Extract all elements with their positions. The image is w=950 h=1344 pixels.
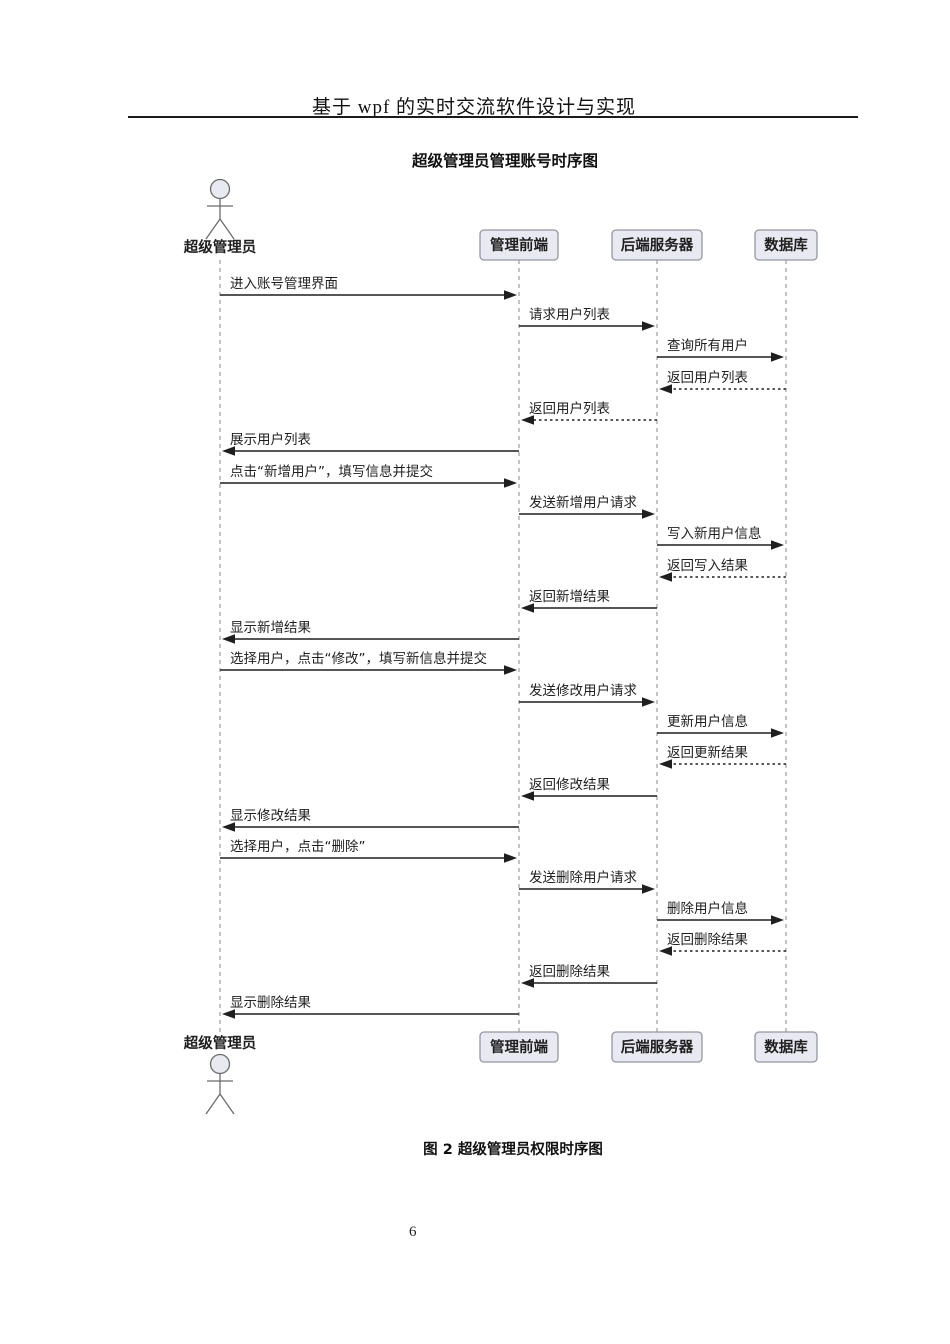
participant-label-db: 数据库 bbox=[764, 1038, 808, 1056]
message-arrowhead-icon-14 bbox=[771, 728, 784, 738]
message-label-20: 删除用户信息 bbox=[667, 900, 748, 917]
participant-label-db: 数据库 bbox=[764, 236, 808, 254]
participant-box-db bbox=[754, 229, 818, 261]
document-header-title: 基于 wpf 的实时交流软件设计与实现 bbox=[311, 97, 637, 118]
message-arrowhead-icon-12 bbox=[504, 665, 517, 675]
message-arrowhead-icon-11 bbox=[222, 634, 235, 644]
message-label-18: 选择用户，点击“删除” bbox=[230, 838, 366, 855]
message-arrowhead-icon-21 bbox=[659, 946, 672, 956]
message-label-23: 显示删除结果 bbox=[230, 995, 311, 1011]
message-label-0: 进入账号管理界面 bbox=[230, 276, 338, 292]
message-arrowhead-icon-22 bbox=[521, 978, 534, 988]
message-arrowhead-icon-8 bbox=[771, 540, 784, 550]
message-arrowhead-icon-20 bbox=[771, 915, 784, 925]
message-arrowhead-icon-4 bbox=[521, 415, 534, 425]
message-label-2: 查询所有用户 bbox=[667, 337, 748, 354]
message-arrowhead-icon-7 bbox=[642, 509, 655, 519]
message-label-13: 发送修改用户请求 bbox=[529, 682, 637, 699]
participant-label-frontend: 管理前端 bbox=[490, 236, 548, 254]
participant-box-db bbox=[754, 1031, 818, 1063]
message-label-11: 显示新增结果 bbox=[230, 620, 311, 636]
message-arrowhead-icon-10 bbox=[521, 603, 534, 613]
actor-head-icon-top bbox=[209, 178, 231, 200]
participant-label-frontend: 管理前端 bbox=[490, 1038, 548, 1056]
figure-caption: 图 2 超级管理员权限时序图 bbox=[423, 1142, 603, 1158]
message-label-6: 点击“新增用户”，填写信息并提交 bbox=[230, 463, 433, 480]
message-label-5: 展示用户列表 bbox=[230, 431, 311, 448]
message-label-21: 返回删除结果 bbox=[667, 932, 748, 948]
message-arrowhead-icon-6 bbox=[504, 478, 517, 488]
actor-label-top-admin: 超级管理员 bbox=[183, 238, 257, 256]
diagram-title: 超级管理员管理账号时序图 bbox=[411, 152, 599, 170]
message-label-8: 写入新用户信息 bbox=[667, 525, 762, 542]
participant-box-frontend bbox=[479, 229, 559, 261]
message-arrowhead-icon-17 bbox=[222, 822, 235, 832]
actor-label-bottom-admin: 超级管理员 bbox=[183, 1034, 257, 1052]
message-arrowhead-icon-19 bbox=[642, 884, 655, 894]
actor-head-icon-bottom bbox=[209, 1053, 231, 1075]
message-arrowhead-icon-2 bbox=[771, 352, 784, 362]
message-arrowhead-icon-9 bbox=[659, 572, 672, 582]
message-arrowhead-icon-15 bbox=[659, 759, 672, 769]
message-label-22: 返回删除结果 bbox=[529, 964, 610, 980]
page-number: 6 bbox=[409, 1224, 417, 1240]
message-label-14: 更新用户信息 bbox=[667, 713, 748, 730]
message-arrowhead-icon-1 bbox=[642, 321, 655, 331]
message-label-3: 返回用户列表 bbox=[667, 369, 748, 386]
message-arrowhead-icon-0 bbox=[504, 290, 517, 300]
message-label-17: 显示修改结果 bbox=[230, 808, 311, 824]
message-arrowhead-icon-18 bbox=[504, 853, 517, 863]
message-label-9: 返回写入结果 bbox=[667, 558, 748, 574]
message-label-4: 返回用户列表 bbox=[529, 400, 610, 417]
message-arrowhead-icon-5 bbox=[222, 446, 235, 456]
actor-leg-icon-bottom bbox=[205, 1093, 221, 1115]
participant-box-backend bbox=[611, 229, 703, 261]
header-rule bbox=[128, 116, 858, 118]
actor-leg-icon-top bbox=[219, 218, 235, 240]
message-label-15: 返回更新结果 bbox=[667, 745, 748, 761]
participant-box-frontend bbox=[479, 1031, 559, 1063]
message-label-19: 发送删除用户请求 bbox=[529, 869, 637, 886]
actor-leg-icon-top bbox=[205, 218, 221, 240]
message-label-7: 发送新增用户请求 bbox=[529, 494, 637, 511]
participant-label-backend: 后端服务器 bbox=[621, 236, 694, 254]
message-label-12: 选择用户，点击“修改”，填写新信息并提交 bbox=[230, 650, 487, 667]
message-label-1: 请求用户列表 bbox=[529, 306, 610, 323]
participant-box-backend bbox=[611, 1031, 703, 1063]
participant-label-backend: 后端服务器 bbox=[621, 1038, 694, 1056]
message-arrowhead-icon-23 bbox=[222, 1009, 235, 1019]
actor-leg-icon-bottom bbox=[219, 1093, 235, 1115]
message-arrowhead-icon-13 bbox=[642, 697, 655, 707]
message-label-16: 返回修改结果 bbox=[529, 777, 610, 793]
message-label-10: 返回新增结果 bbox=[529, 589, 610, 605]
message-arrowhead-icon-16 bbox=[521, 791, 534, 801]
message-arrowhead-icon-3 bbox=[659, 384, 672, 394]
